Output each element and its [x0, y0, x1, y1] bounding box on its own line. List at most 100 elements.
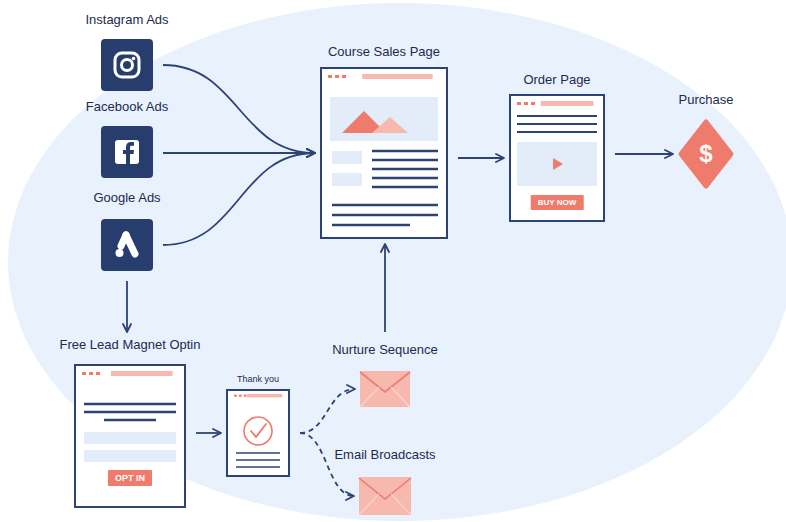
dashed-connector [300, 433, 354, 496]
flow-node: Google Ads [93, 190, 160, 271]
window-dot [335, 75, 339, 78]
flow-arrow [458, 157, 504, 159]
text-line [236, 452, 280, 454]
google-ads-glyph [116, 249, 124, 257]
window-dot [244, 395, 247, 397]
env-graphic [360, 371, 410, 407]
envelope-fold [391, 387, 410, 407]
envelope [359, 477, 411, 515]
text-line [372, 159, 438, 162]
flow-node: Facebook Ads [86, 99, 168, 178]
flow-arrow [196, 432, 221, 434]
play-symbol [553, 158, 563, 170]
icon-tile [101, 219, 153, 271]
window-dot [517, 102, 521, 105]
flow-node: Purchase $ [678, 92, 734, 189]
text-line [332, 214, 438, 217]
purchase-diamond [681, 122, 731, 186]
window-dot [82, 372, 86, 375]
mountain [372, 117, 408, 133]
dollar-sign: $ [699, 141, 712, 167]
text-line [372, 177, 438, 180]
text-line [372, 168, 438, 171]
node-label: Email Broadcasts [334, 447, 435, 462]
page-frame [321, 68, 447, 238]
text-line [84, 403, 176, 406]
diamond-shape: $ [678, 119, 734, 189]
envelope-flap [359, 478, 411, 499]
flow-node: Nurture Sequence [332, 342, 438, 407]
window-dot [234, 395, 237, 397]
page-frame [75, 365, 185, 507]
text-line [332, 224, 410, 227]
node-label: Google Ads [93, 190, 160, 205]
instagram-glyph [132, 57, 136, 61]
icon-shape [101, 126, 153, 178]
flow-node: Order PageBUY NOW [509, 72, 605, 222]
instagram-glyph [115, 53, 139, 77]
text-line [517, 131, 597, 133]
text-line [517, 115, 597, 117]
input-field [84, 432, 176, 444]
envelope-fold [359, 494, 379, 515]
address-bar [362, 74, 432, 79]
hero-image [330, 97, 438, 141]
icon-shape [101, 39, 153, 91]
google-ads-glyph [121, 235, 126, 246]
text-line [104, 419, 156, 422]
flow-node: Course Sales Page [320, 44, 448, 239]
icon-graphic [101, 219, 153, 271]
flow-arrow [384, 244, 386, 332]
video-box [517, 142, 597, 186]
icon-graphic [101, 126, 153, 178]
node-label: Purchase [679, 92, 734, 107]
node-label: Thank you [237, 374, 279, 385]
sales-graphic [320, 67, 448, 239]
text-line [372, 150, 438, 153]
thumb [332, 151, 362, 164]
flow-arrow [126, 281, 128, 332]
node-label: Free Lead Magnet Optin [60, 337, 201, 352]
optin-shape: OPT IN [74, 364, 186, 508]
window-dot [328, 75, 332, 78]
env-shape [359, 477, 411, 515]
icon-shape [101, 219, 153, 271]
icon-tile [101, 39, 153, 91]
address-bar [541, 101, 594, 106]
address-bar [111, 371, 173, 376]
background-ellipse [8, 3, 786, 521]
flow-node: Email Broadcasts [334, 447, 435, 515]
sales-shape [320, 67, 448, 239]
node-label: Instagram Ads [85, 12, 168, 27]
window-dot [239, 395, 242, 397]
facebook-glyph [115, 140, 139, 164]
thanks-shape [226, 389, 290, 477]
node-label: Nurture Sequence [332, 342, 438, 357]
order-shape: BUY NOW [509, 94, 605, 222]
thanks-graphic [226, 389, 290, 477]
page-frame [227, 390, 289, 476]
envelope [360, 371, 410, 407]
button-label: BUY NOW [538, 197, 577, 208]
flow-node: Free Lead Magnet OptinOPT IN [60, 337, 201, 508]
flow-arrow [163, 65, 315, 153]
env-shape [360, 371, 410, 407]
flow-node: Instagram Ads [85, 12, 168, 91]
text-line [332, 204, 438, 207]
icon-tile [101, 126, 153, 178]
flow-arrow [615, 153, 673, 155]
node-label: Order Page [523, 72, 590, 87]
window-dot [524, 102, 528, 105]
window-dot [531, 102, 535, 105]
window-dot [342, 75, 346, 78]
icon-graphic [101, 39, 153, 91]
node-label: Facebook Ads [86, 99, 168, 114]
text-line [236, 466, 280, 468]
thumb [332, 173, 362, 186]
envelope-flap [360, 372, 410, 392]
check-mark [251, 424, 266, 437]
text-line [84, 411, 176, 414]
flow-arrow [163, 153, 315, 245]
env-graphic [359, 477, 411, 515]
